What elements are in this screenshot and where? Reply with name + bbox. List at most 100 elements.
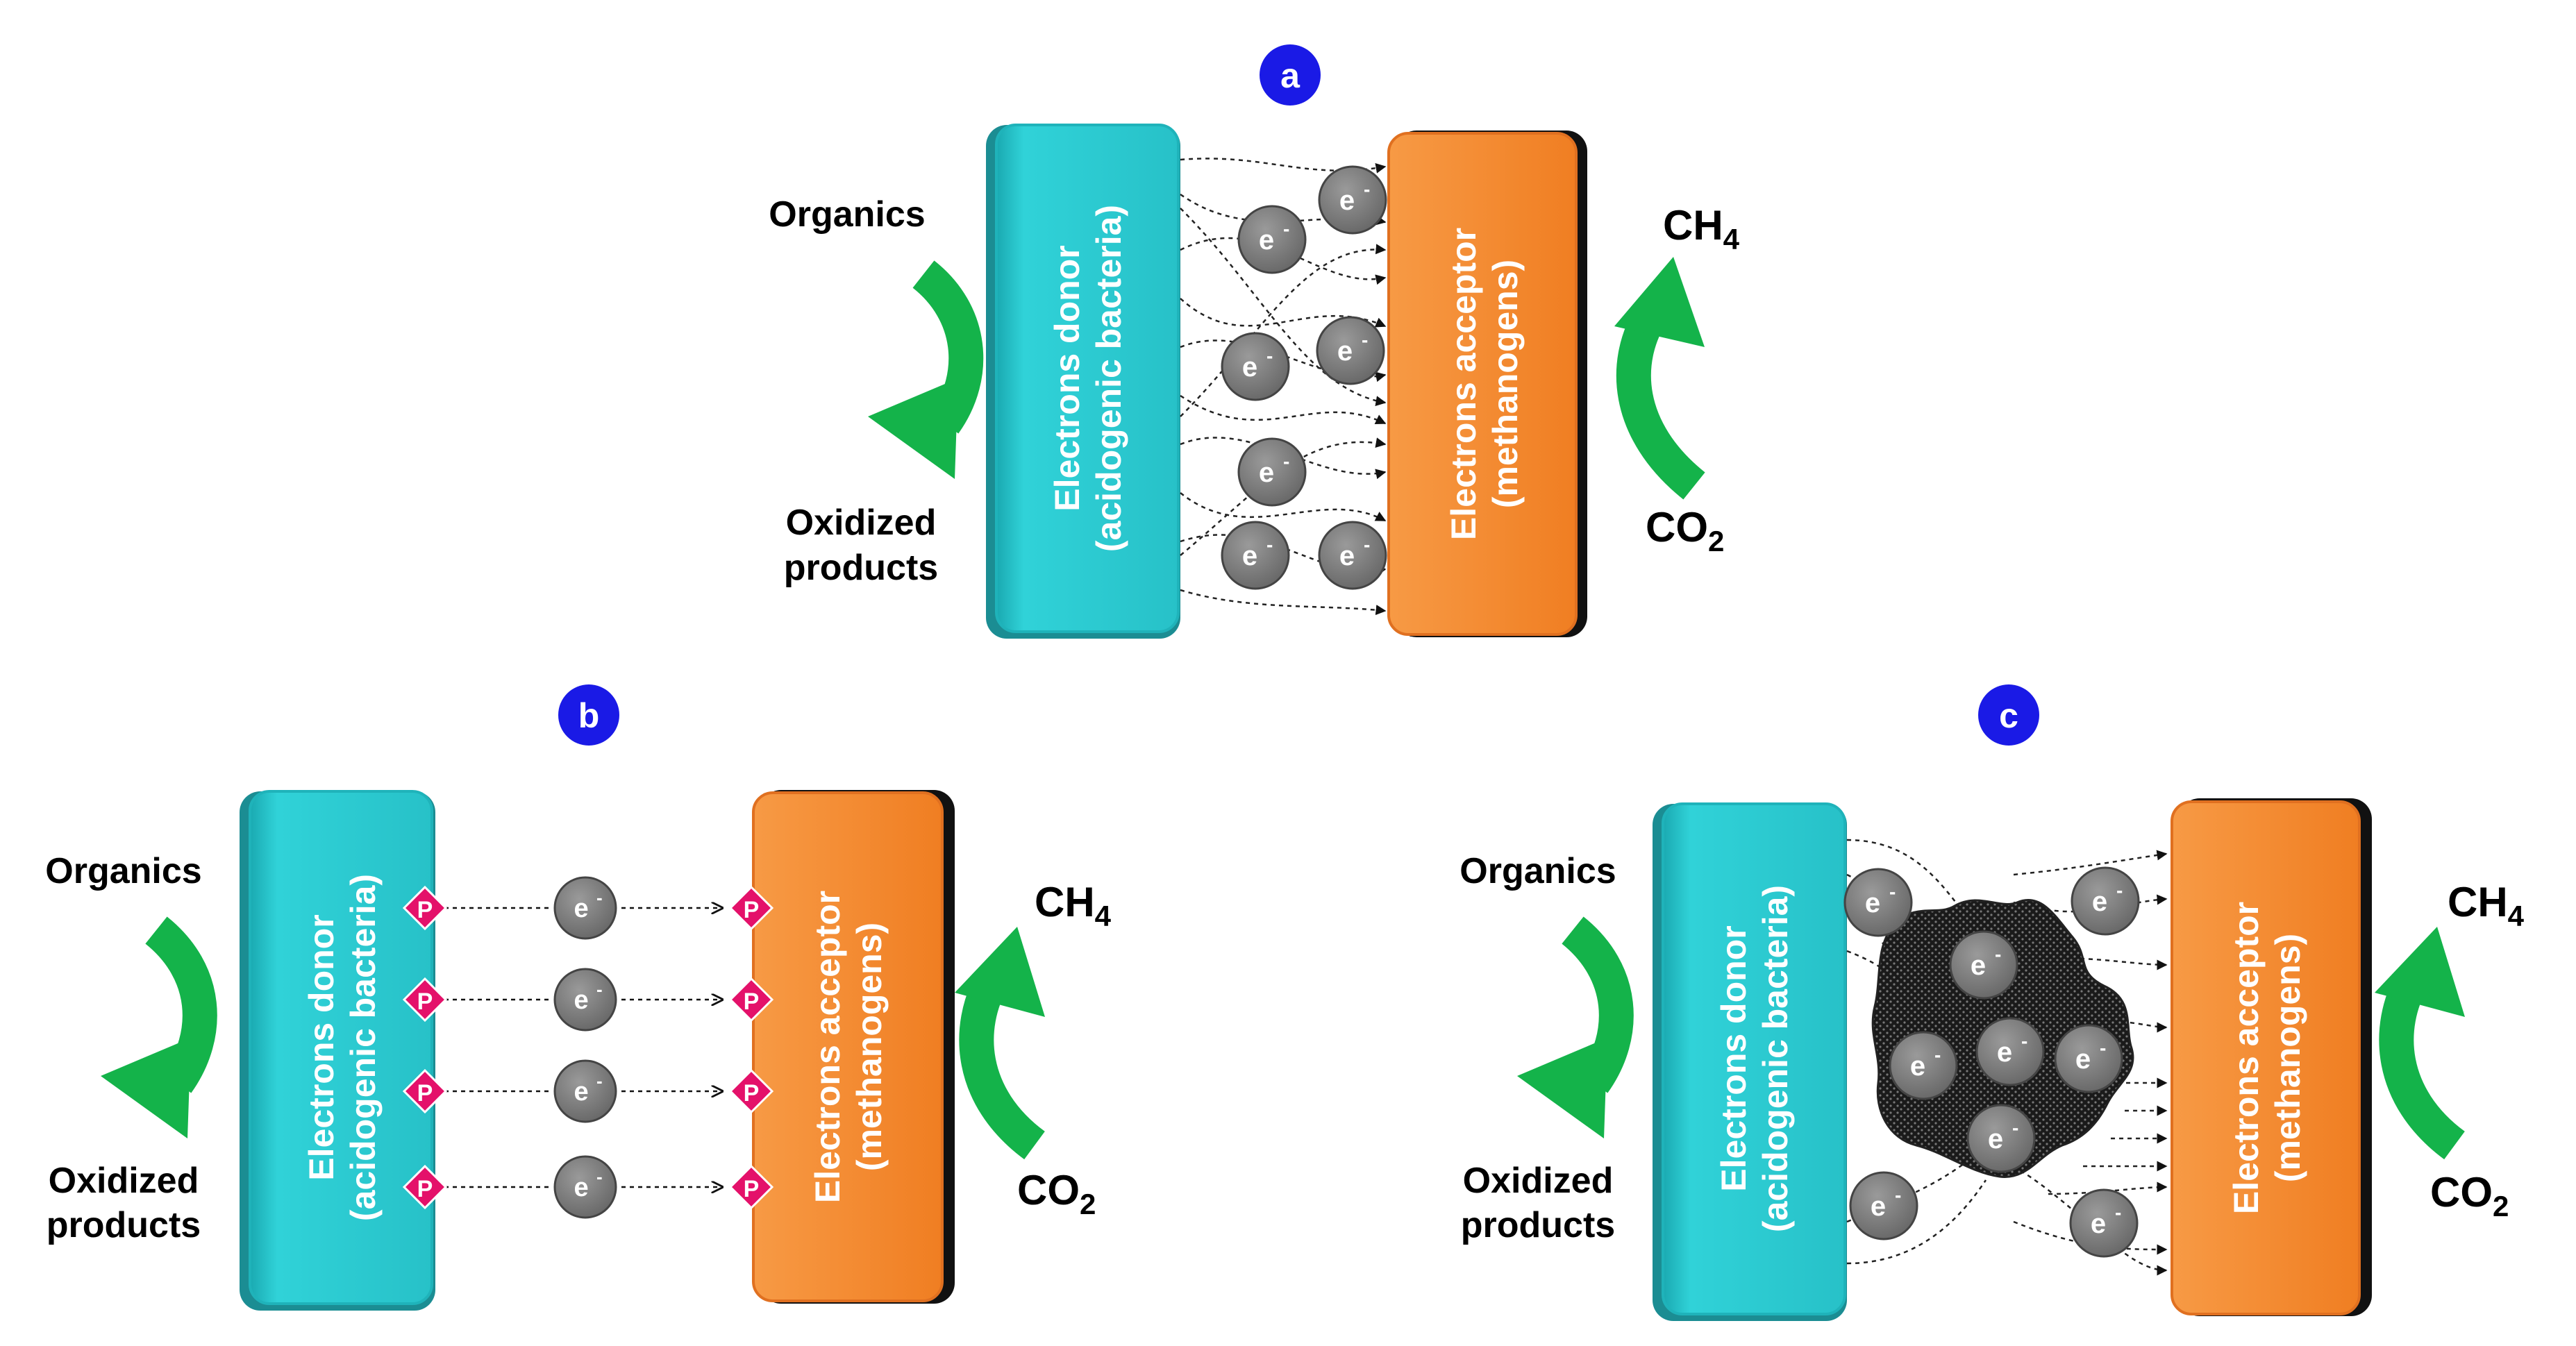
- panel-b-oxidation-arrowhead-icon: [101, 1038, 191, 1138]
- panel-b-pilus-row: P P e-: [402, 1155, 774, 1219]
- panel-a-methanogenesis-arrowhead-icon: [1614, 257, 1705, 347]
- svg-text:e: e: [1871, 1191, 1886, 1222]
- svg-text:-: -: [2021, 1030, 2027, 1052]
- svg-text:e: e: [2075, 1044, 2091, 1075]
- svg-text:e: e: [1259, 457, 1274, 488]
- svg-text:-: -: [2012, 1117, 2018, 1138]
- panel-a: a Organics Oxidized products Electrons d…: [769, 44, 1740, 639]
- panel-b-donor-box: [249, 790, 433, 1305]
- panel-c-methanogenesis-arrowhead-icon: [2375, 927, 2465, 1017]
- svg-text:e: e: [574, 1173, 588, 1202]
- svg-text:-: -: [1283, 218, 1289, 239]
- svg-text:-: -: [1266, 534, 1273, 555]
- svg-text:-: -: [2115, 1202, 2121, 1223]
- svg-text:-: -: [596, 979, 603, 1000]
- panel-b-badge: [558, 684, 619, 746]
- svg-text:-: -: [596, 1070, 603, 1091]
- svg-text:P: P: [417, 989, 433, 1015]
- panel-a-organics-label: Organics: [769, 194, 925, 235]
- panel-c: c Organics Oxidized products Electrons d…: [1460, 684, 2525, 1321]
- panel-a-acceptor-title: Electrons acceptor: [1444, 228, 1483, 540]
- svg-text:e: e: [1339, 541, 1355, 571]
- svg-text:e: e: [1865, 888, 1880, 918]
- svg-text:e: e: [1910, 1051, 1925, 1082]
- pilus-icon: [402, 885, 448, 931]
- svg-text:-: -: [1266, 345, 1273, 367]
- pilus-icon: [402, 977, 448, 1023]
- svg-text:-: -: [1364, 178, 1370, 200]
- svg-text:-: -: [2100, 1037, 2106, 1059]
- panel-b-acceptor-subtitle: (methanogens): [850, 923, 889, 1171]
- svg-text:e: e: [2091, 1209, 2106, 1239]
- svg-text:-: -: [596, 887, 603, 908]
- panel-a-oxidized-label: Oxidized: [786, 503, 937, 543]
- svg-text:e: e: [574, 986, 588, 1015]
- pilus-icon: [728, 885, 774, 931]
- panel-b-organics-label: Organics: [45, 851, 201, 891]
- svg-text:-: -: [1934, 1044, 1941, 1066]
- svg-text:e: e: [1997, 1037, 2012, 1068]
- panel-c-badge-label: c: [1999, 696, 2018, 735]
- panel-a-acceptor-box: [1387, 132, 1578, 636]
- svg-text:-: -: [2116, 880, 2123, 901]
- panel-c-acceptor-title: Electrons acceptor: [2227, 902, 2266, 1214]
- panel-b-acceptor-box: [752, 791, 944, 1302]
- panel-b-ch4-label: CH4: [1035, 879, 1112, 932]
- panel-b-methanogenesis-arrowhead-icon: [955, 927, 1045, 1017]
- pilus-icon: [402, 1164, 448, 1210]
- svg-text:e: e: [1971, 950, 1986, 981]
- svg-text:P: P: [744, 897, 760, 923]
- svg-text:e: e: [2092, 886, 2107, 917]
- panel-b-donor-title: Electrons donor: [302, 914, 341, 1180]
- panel-b-donor-subtitle: (acidogenic bacteria): [344, 874, 383, 1221]
- svg-text:P: P: [417, 1080, 433, 1107]
- panel-c-badge: [1978, 684, 2039, 746]
- panel-b-co2-label: CO2: [1017, 1167, 1096, 1220]
- panel-a-electrons: e- e- e- e- e- e- e-: [1221, 165, 1387, 590]
- panel-a-donor-subtitle: (acidogenic bacteria): [1089, 205, 1128, 552]
- panel-a-oxidation-arrowhead-icon: [868, 378, 958, 479]
- panel-c-co2-label: CO2: [2430, 1169, 2509, 1222]
- pilus-icon: [728, 1068, 774, 1114]
- svg-text:e: e: [1242, 541, 1257, 571]
- panel-c-electrons: e- e- e- e- e- e- e- e- e-: [1843, 866, 2140, 1258]
- svg-text:-: -: [1364, 534, 1370, 555]
- panel-b: b Organics Oxidized products Electrons d…: [45, 684, 1112, 1311]
- svg-text:P: P: [744, 1176, 760, 1202]
- panel-c-donor-box: [1662, 802, 1846, 1315]
- panel-c-ch4-label: CH4: [2448, 879, 2525, 932]
- svg-text:e: e: [1339, 185, 1355, 216]
- pilus-icon: [402, 1068, 448, 1114]
- pilus-icon: [728, 1164, 774, 1210]
- panel-b-pili-rows: P P e- P P e- P P: [402, 876, 774, 1219]
- panel-c-products-label: products: [1461, 1205, 1615, 1245]
- svg-text:e: e: [1988, 1124, 2003, 1154]
- svg-text:-: -: [596, 1166, 603, 1187]
- panel-c-organics-label: Organics: [1460, 851, 1616, 891]
- panel-c-acceptor-subtitle: (methanogens): [2268, 934, 2307, 1182]
- panel-b-pilus-row: P P e-: [402, 968, 774, 1032]
- panel-b-products-label: products: [47, 1205, 201, 1245]
- svg-text:P: P: [417, 1176, 433, 1202]
- panel-b-oxidized-label: Oxidized: [49, 1161, 199, 1201]
- svg-text:-: -: [1889, 881, 1896, 902]
- svg-text:-: -: [1362, 329, 1368, 351]
- panel-a-ch4-label: CH4: [1663, 202, 1740, 255]
- pilus-icon: [728, 977, 774, 1023]
- panel-c-donor-subtitle: (acidogenic bacteria): [1756, 885, 1795, 1232]
- panel-c-oxidation-arrowhead-icon: [1517, 1038, 1607, 1138]
- svg-text:P: P: [744, 989, 760, 1015]
- panel-c-acceptor-box: [2171, 800, 2361, 1315]
- panel-c-donor-title: Electrons donor: [1714, 925, 1753, 1191]
- panel-a-products-label: products: [784, 548, 938, 588]
- svg-text:P: P: [417, 897, 433, 923]
- svg-text:e: e: [1337, 336, 1353, 367]
- panel-a-donor-box: [995, 124, 1180, 633]
- svg-text:-: -: [1895, 1184, 1901, 1206]
- panel-b-acceptor-title: Electrons acceptor: [808, 891, 847, 1203]
- panel-b-pilus-row: P P e-: [402, 876, 774, 940]
- svg-text:-: -: [1283, 451, 1289, 472]
- panel-b-pilus-row: P P e-: [402, 1059, 774, 1123]
- svg-text:-: -: [1995, 943, 2001, 965]
